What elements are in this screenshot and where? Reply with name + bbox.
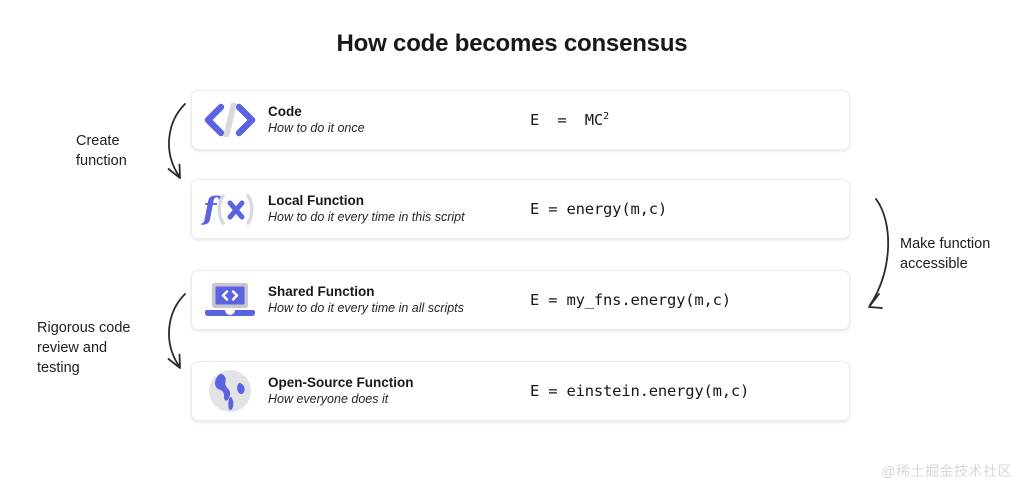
card-title: Shared Function <box>268 284 375 299</box>
card-subtitle: How to do it every time in this script <box>268 210 465 224</box>
card-code[interactable]: Code How to do it once E = MC2 <box>191 90 850 150</box>
card-title: Open-Source Function <box>268 375 414 390</box>
card-local-function-text: Local Function How to do it every time i… <box>268 193 530 225</box>
card-title: Code <box>268 104 302 119</box>
curved-arrow-down-left-icon <box>167 103 186 179</box>
annotation-make-function-accessible: Make function accessible <box>900 236 991 272</box>
card-subtitle: How to do it every time in all scripts <box>268 301 464 315</box>
curved-arrow-down-left-icon <box>167 293 186 369</box>
card-formula: E = einstein.energy(m,c) <box>530 382 750 400</box>
laptop-code-icon <box>192 270 268 330</box>
card-formula: E = MC2 <box>530 111 609 129</box>
card-open-source-function-text: Open-Source Function How everyone does i… <box>268 375 530 407</box>
card-open-source-function[interactable]: Open-Source Function How everyone does i… <box>191 361 850 421</box>
formula-base: E = MC <box>530 111 604 130</box>
card-formula: E = energy(m,c) <box>530 200 667 218</box>
function-fx-icon: f <box>192 179 268 239</box>
watermark: @稀土掘金技术社区 <box>881 463 1012 479</box>
card-subtitle: How to do it once <box>268 121 365 135</box>
formula-exponent: 2 <box>603 110 609 122</box>
annotation-create-function: Create function <box>76 133 127 169</box>
card-formula: E = my_fns.energy(m,c) <box>530 291 731 309</box>
annotation-rigorous-code-review: Rigorous code review and testing <box>37 320 131 376</box>
page-title: How code becomes consensus <box>336 30 688 57</box>
card-shared-function-text: Shared Function How to do it every time … <box>268 284 530 316</box>
card-title: Local Function <box>268 193 364 208</box>
card-subtitle: How everyone does it <box>268 392 389 406</box>
svg-text:f: f <box>201 191 221 227</box>
code-brackets-icon <box>192 90 268 150</box>
card-code-text: Code How to do it once <box>268 104 530 136</box>
card-shared-function[interactable]: Shared Function How to do it every time … <box>191 270 850 330</box>
curved-arrow-down-right-icon <box>868 198 890 309</box>
card-local-function[interactable]: f Local Function How to do it every time… <box>191 179 850 239</box>
globe-icon <box>192 361 268 421</box>
